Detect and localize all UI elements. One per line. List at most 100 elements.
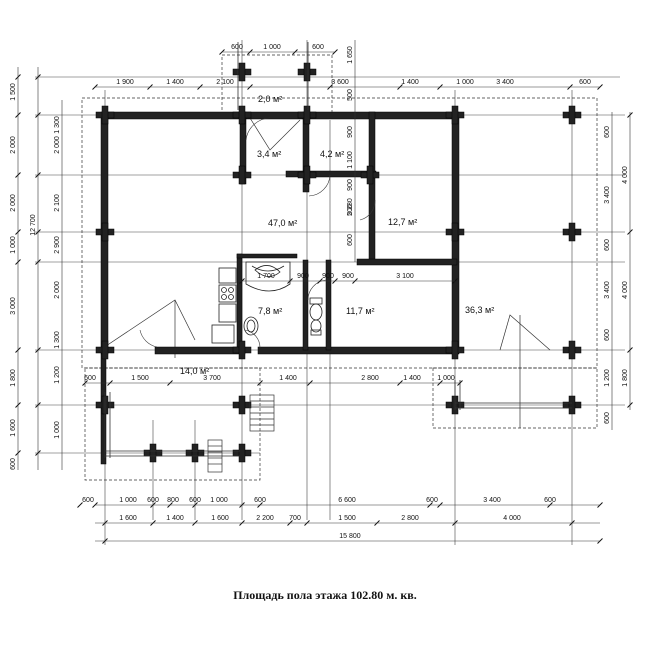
column-cross-icon (562, 340, 582, 360)
dim-label-h2-8: 600 (426, 497, 438, 504)
column-cross-icon (95, 340, 115, 360)
railing (104, 42, 572, 458)
dim-label-h1-3: 3 600 (331, 79, 349, 86)
column-cross-icon (445, 105, 465, 125)
room-area-hall: 3,4 м² (257, 149, 281, 159)
room-labels: 2,0 м² 3,4 м² 4,2 м² 47,0 м² 12,7 м² 7,8… (180, 94, 494, 376)
columns (95, 62, 582, 463)
dim-label-v4-1: 500 (347, 89, 354, 101)
toilet-icon (309, 297, 323, 336)
roof-lines (99, 117, 551, 428)
dim-label-v0-7: 600 (10, 458, 17, 470)
dim-label-h3-6: 2 800 (401, 515, 419, 522)
dim-label-h0-1: 1 000 (263, 44, 281, 51)
dim-label-h5-3: 900 (342, 273, 354, 280)
dim-label-h5-2: 900 (322, 273, 334, 280)
room-area-bedroom-ne: 12,7 м² (388, 217, 417, 227)
column-cross-icon (562, 395, 582, 415)
dim-label-h2-6: 600 (254, 497, 266, 504)
dim-label-v1-3: 2 900 (54, 236, 61, 254)
column-cross-icon (232, 62, 252, 82)
dim-label-v1-0: 1 300 (54, 116, 61, 134)
bathtub-icon (245, 261, 291, 292)
dim-label-h2-1: 1 000 (119, 497, 137, 504)
stairs-icon (207, 394, 275, 473)
dim-label-h3-7: 4 000 (503, 515, 521, 522)
dim-label-v0-4: 3 000 (10, 297, 17, 315)
dim-label-v3-1: 3 400 (604, 186, 611, 204)
dim-label-v1-2: 2 100 (54, 194, 61, 212)
dim-label-h1-6: 3 400 (496, 79, 514, 86)
column-cross-icon (232, 340, 252, 360)
dim-label-h2-4: 600 (189, 497, 201, 504)
dim-label-h3-3: 2 200 (256, 515, 274, 522)
dim-label-v1-1: 2 000 (54, 136, 61, 154)
column-cross-icon (232, 165, 252, 185)
dim-label-h2-9: 3 400 (483, 497, 501, 504)
dim-label-total-width: 15 800 (339, 533, 361, 540)
dim-label-h4-2: 3 700 (203, 375, 221, 382)
dim-label-h2-3: 800 (167, 497, 179, 504)
dim-label-v4-4: 900 (347, 179, 354, 191)
column-cross-icon (232, 105, 252, 125)
dim-label-v4-6: 600 (347, 234, 354, 246)
room-area-bath-top: 4,2 м² (320, 149, 344, 159)
dim-label-v2-0: 4 000 (622, 166, 629, 184)
column-cross-icon (562, 222, 582, 242)
dim-label-h1-1: 1 400 (166, 79, 184, 86)
dim-label-total-height: 12 700 (30, 214, 37, 236)
dim-label-v0-0: 1 500 (10, 83, 17, 101)
room-area-terrace-top: 2,0 м² (258, 94, 282, 104)
dim-label-h0-0: 600 (231, 44, 243, 51)
column-cross-icon (232, 395, 252, 415)
column-cross-icon (360, 165, 380, 185)
dim-label-v4-0: 1 650 (347, 46, 354, 64)
dim-label-h2-0: 600 (82, 497, 94, 504)
column-cross-icon (185, 443, 205, 463)
dim-label-h4-1: 1 500 (131, 375, 149, 382)
column-cross-icon (95, 105, 115, 125)
dim-label-h3-0: 1 600 (119, 515, 137, 522)
dim-label-v4-2: 900 (347, 126, 354, 138)
column-cross-icon (445, 222, 465, 242)
dimension-lines (17, 40, 631, 542)
column-cross-icon (232, 443, 252, 463)
dim-label-v0-5: 1 800 (10, 369, 17, 387)
dim-label-v3-6: 600 (604, 412, 611, 424)
dim-label-h1-4: 1 400 (401, 79, 419, 86)
dim-label-h4-3: 1 400 (279, 375, 297, 382)
room-area-bedroom-mid: 11,7 м² (346, 306, 375, 316)
column-cross-icon (297, 62, 317, 82)
dim-label-v1-4: 2 000 (54, 281, 61, 299)
dim-label-v4-5: 500 (347, 204, 354, 216)
dim-label-v2-1: 4 000 (622, 281, 629, 299)
floor-area-caption: Площадь пола этажа 102.80 м. кв. (233, 588, 417, 602)
dim-label-h3-5: 1 500 (338, 515, 356, 522)
room-area-terrace-e: 36,3 м² (465, 305, 494, 315)
dim-label-v4-7: 2 280 (347, 198, 354, 216)
column-cross-icon (143, 443, 163, 463)
dim-label-v0-2: 2 000 (10, 194, 17, 212)
column-cross-icon (445, 340, 465, 360)
column-cross-icon (562, 105, 582, 125)
room-area-living: 47,0 м² (268, 218, 297, 228)
room-area-porch: 14,0 м² (180, 366, 209, 376)
dim-label-h3-1: 1 400 (166, 515, 184, 522)
dim-label-v1-5: 1 300 (54, 331, 61, 349)
dim-label-v0-6: 1 600 (10, 419, 17, 437)
dim-label-h1-7: 600 (579, 79, 591, 86)
column-cross-icon (95, 222, 115, 242)
dim-label-v3-4: 600 (604, 329, 611, 341)
dim-label-v0-3: 1 000 (10, 236, 17, 254)
dim-label-h5-4: 3 100 (396, 273, 414, 280)
dim-label-v3-5: 1 200 (604, 369, 611, 387)
dim-label-h4-5: 1 400 (403, 375, 421, 382)
dim-label-h1-2: 2 100 (216, 79, 234, 86)
stove-icon (211, 267, 237, 344)
dim-label-h3-2: 1 600 (211, 515, 229, 522)
walls (100, 111, 460, 465)
column-cross-icon (297, 165, 317, 185)
dim-label-v0-1: 2 000 (10, 136, 17, 154)
